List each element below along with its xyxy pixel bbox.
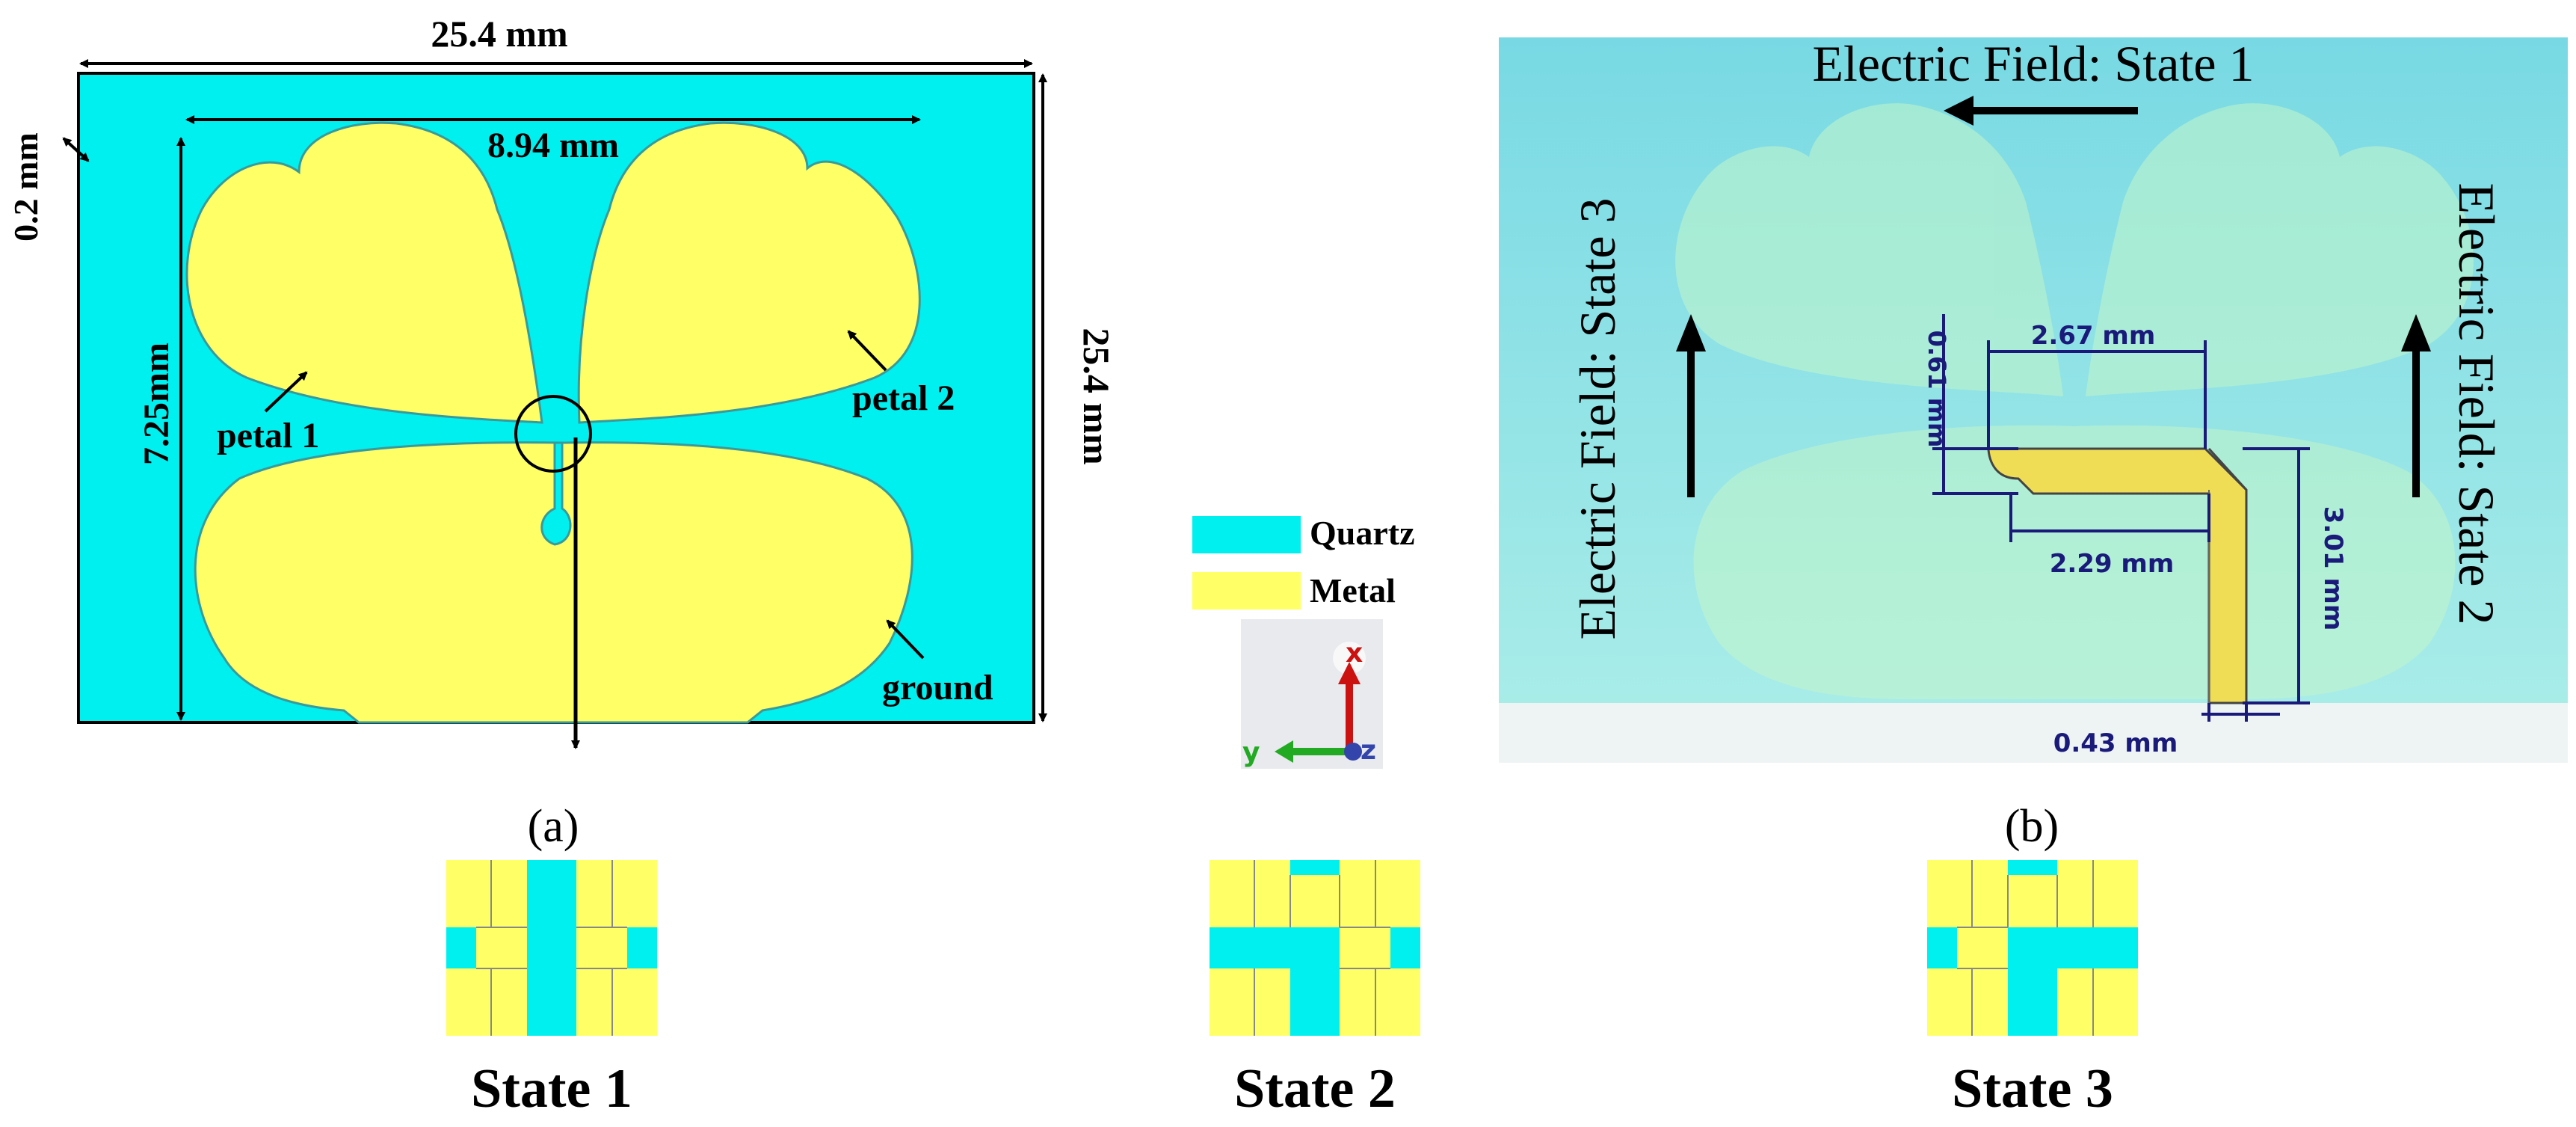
axis-z-label: z <box>1361 735 1376 766</box>
state-3-label: State 3 <box>1952 1058 2113 1120</box>
panel-a: 25.4 mm 8.94 mm 25.4 mm 7.25mm 0.2 mm pe… <box>7 13 1118 852</box>
petal-2-shape <box>577 121 921 424</box>
ground-shape <box>194 441 913 724</box>
dim-margin-arrow <box>62 137 90 162</box>
field-label-state3: Electric Field: State 3 <box>1569 197 1626 639</box>
legend-swatch-quartz <box>1192 516 1301 553</box>
petal-1-pointer <box>264 371 308 413</box>
panel-a-caption: (a) <box>528 801 579 852</box>
axis-triad: x y z <box>1241 619 1383 769</box>
legend-label-quartz: Quartz <box>1310 514 1415 552</box>
axis-y-label: y <box>1242 737 1260 768</box>
dim-top-width-label: 25.4 mm <box>431 13 567 55</box>
ground-pointer <box>886 619 925 660</box>
axis-x-label: x <box>1346 638 1363 669</box>
dim-margin-label: 0.2 mm <box>7 132 45 242</box>
feed-slot <box>540 441 572 546</box>
dim-right-height-label: 25.4 mm <box>1076 328 1118 464</box>
legend-label-metal: Metal <box>1310 571 1396 609</box>
legend: Quartz Metal x y z <box>1192 514 1415 769</box>
dim-bottom-label: 2.29 mm <box>2050 549 2175 579</box>
state-1-label: State 1 <box>471 1058 632 1120</box>
panel-b-caption: (b) <box>2005 801 2059 852</box>
legend-swatch-metal <box>1192 572 1301 609</box>
dim-right-vertical-label: 3.01 mm <box>2318 506 2348 631</box>
state-3-tile <box>1927 860 2138 1036</box>
dim-left-vertical-label: 0.61 mm <box>1923 331 1951 448</box>
dim-base-label: 0.43 mm <box>2053 728 2178 758</box>
state-2-tile <box>1210 860 1420 1036</box>
field-label-state1: Electric Field: State 1 <box>1812 35 2254 92</box>
field-label-state2: Electric Field: State 2 <box>2448 182 2505 624</box>
petal-1-shape <box>185 121 543 424</box>
petal-2-pointer <box>847 330 887 372</box>
petal-1-label: petal 1 <box>217 416 319 455</box>
state-2-label: State 2 <box>1234 1058 1396 1120</box>
dim-petal-height-label: 7.25mm <box>137 343 176 465</box>
petal-2-label: petal 2 <box>852 378 955 418</box>
feed-highlight-circle <box>514 395 592 473</box>
dim-petal-span-label: 8.94 mm <box>487 126 619 165</box>
panel-b: 2.67 mm 0.61 mm 2.29 mm 3.01 mm 0.43 mm … <box>1499 35 2568 852</box>
ground-label: ground <box>882 668 993 707</box>
state-1-tile <box>446 860 657 1036</box>
dim-top-label: 2.67 mm <box>2031 321 2156 351</box>
